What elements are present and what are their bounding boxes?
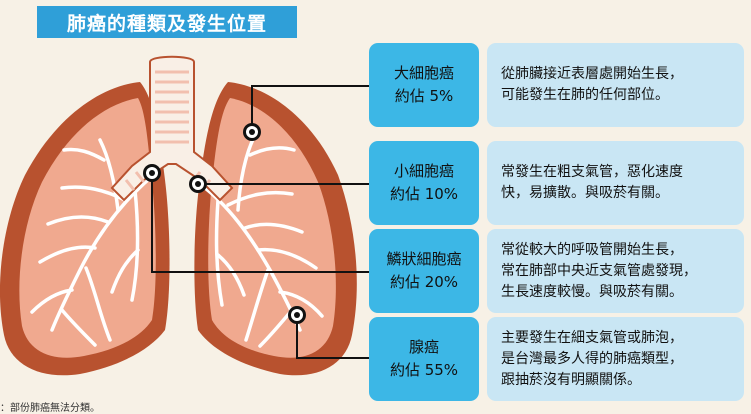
type-adeno: 腺癌 約佔 55% <box>369 317 479 401</box>
type-small-cell: 小細胞癌 約佔 10% <box>369 141 479 225</box>
desc-line: 主要發生在細支氣管或肺泡， <box>501 329 683 346</box>
desc-line: 生長速度較慢。與吸菸有關。 <box>501 283 683 300</box>
left-lung <box>0 82 170 376</box>
desc-line: 是台灣最多人得的肺癌類型， <box>501 350 683 367</box>
desc-squamous: 常從較大的呼吸管開始生長， 常在肺部中央近支氣管處發現， 生長速度較慢。與吸菸有… <box>487 229 744 313</box>
page-title: 肺癌的種類及發生位置 <box>37 6 297 38</box>
connector-adeno <box>296 315 369 359</box>
type-squamous: 鱗狀細胞癌 約佔 20% <box>369 229 479 313</box>
type-large-cell: 大細胞癌 約佔 5% <box>369 43 479 127</box>
marker-squamous <box>143 164 161 182</box>
connector-lines <box>151 85 369 359</box>
type-share: 約佔 10% <box>389 185 459 203</box>
desc-line: 從肺臟接近表層處開始生長， <box>501 66 683 82</box>
footnote: ：部份肺癌無法分類。 <box>0 403 100 414</box>
type-name: 腺癌 <box>408 338 439 356</box>
desc-large-cell: 從肺臟接近表層處開始生長， 可能發生在肺的任何部位。 <box>487 43 744 127</box>
type-name: 小細胞癌 <box>393 162 454 180</box>
marker-small-cell <box>189 175 207 193</box>
location-markers <box>143 123 306 324</box>
desc-line: 常從較大的呼吸管開始生長， <box>501 241 683 258</box>
type-share: 約佔 55% <box>389 361 459 379</box>
desc-small-cell: 常發生在粗支氣管，惡化速度 快，易擴散。與吸菸有關。 <box>487 141 744 225</box>
desc-line: 跟抽菸沒有明顯關係。 <box>501 371 641 388</box>
desc-line: 快，易擴散。與吸菸有關。 <box>501 185 669 201</box>
type-share: 約佔 20% <box>389 273 459 291</box>
left-bronchi <box>30 138 152 347</box>
desc-line: 可能發生在肺的任何部位。 <box>501 87 669 103</box>
desc-line: 常發生在粗支氣管，惡化速度 <box>501 164 683 180</box>
right-lung-inner <box>208 98 336 358</box>
marker-adeno <box>288 306 306 324</box>
type-share: 約佔 5% <box>394 87 454 105</box>
right-lung <box>194 82 357 376</box>
desc-line: 常在肺部中央近支氣管處發現， <box>501 262 697 279</box>
type-name: 大細胞癌 <box>393 64 454 82</box>
marker-large-cell <box>243 123 261 141</box>
desc-adeno: 主要發生在細支氣管或肺泡， 是台灣最多人得的肺癌類型， 跟抽菸沒有明顯關係。 <box>487 317 744 401</box>
type-name: 鱗狀細胞癌 <box>386 250 462 268</box>
left-lung-inner <box>19 98 156 358</box>
connector-squamous <box>151 173 369 273</box>
connector-large-cell <box>251 85 369 132</box>
